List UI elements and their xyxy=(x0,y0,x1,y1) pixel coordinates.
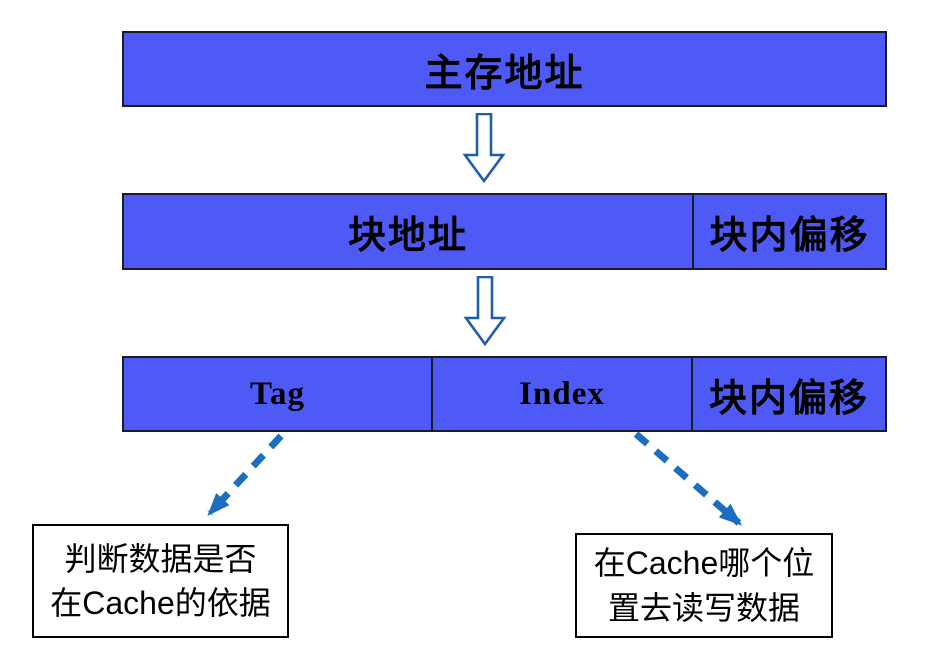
main-memory-address-bar: 主存地址 xyxy=(122,31,887,107)
index-explanation-line1: 在Cache哪个位 xyxy=(593,545,815,582)
dashed-arrow-tag-icon xyxy=(207,433,284,516)
block-address-label: 块地址 xyxy=(347,215,468,257)
index-explanation-line2: 置去读写数据 xyxy=(607,589,800,626)
tag-label: Tag xyxy=(250,375,305,412)
tag-explanation-line2: 在Cache的依据 xyxy=(50,585,271,621)
cell-main-memory-address: 主存地址 xyxy=(124,33,885,105)
block-address-bar: 块地址 块内偏移 xyxy=(122,193,887,270)
cell-tag: Tag xyxy=(124,358,431,430)
cell-block-offset: 块内偏移 xyxy=(692,195,885,268)
tag-explanation-line1: 判断数据是否 xyxy=(64,540,257,577)
cell-block-offset-2: 块内偏移 xyxy=(691,358,885,430)
index-explanation-box: 在Cache哪个位 置去读写数据 xyxy=(575,533,833,638)
cell-index: Index xyxy=(431,358,691,430)
tag-explanation-box: 判断数据是否 在Cache的依据 xyxy=(32,524,289,638)
main-memory-address-label: 主存地址 xyxy=(424,52,585,95)
block-offset-label-2: 块内偏移 xyxy=(708,377,869,420)
tag-index-offset-bar: Tag Index 块内偏移 xyxy=(122,356,887,432)
down-arrow-icon xyxy=(463,276,507,346)
down-arrow-icon xyxy=(462,113,506,183)
index-label: Index xyxy=(519,375,605,412)
block-offset-label: 块内偏移 xyxy=(709,215,870,257)
cell-block-address: 块地址 xyxy=(124,195,692,268)
dashed-arrow-index-icon xyxy=(633,431,743,526)
